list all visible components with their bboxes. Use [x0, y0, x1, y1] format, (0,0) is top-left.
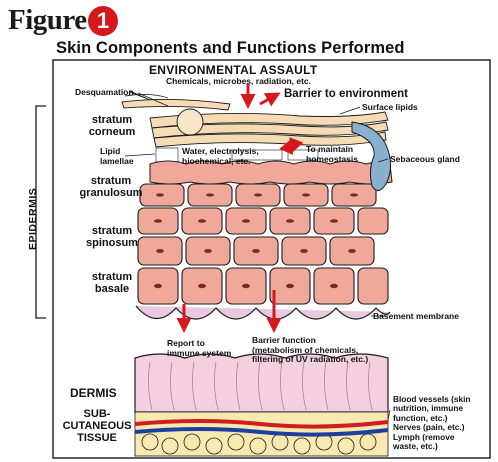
epidermis-label: EPIDERMIS	[27, 187, 39, 250]
desquamation-flakes	[124, 90, 169, 107]
lipid-lamellae-label: Lipid lamellae	[100, 146, 134, 166]
stratum-basale-label: stratum basale	[91, 271, 133, 295]
vessels-nerves-lymph-label: Blood vessels (skin nutrition, immune fu…	[393, 394, 471, 452]
cell-nuclei	[154, 193, 358, 289]
blood-vessel-red	[134, 419, 389, 429]
diagram-title: Skin Components and Functions Performed	[56, 39, 405, 57]
subcutaneous-label: SUB- CUTANEOUS TISSUE	[62, 408, 132, 444]
env-assault-sublabel: Chemicals, microbes, radiation, etc.	[166, 76, 312, 86]
stratum-corneum-layer	[121, 98, 389, 148]
water-electrolysis-label: Water, electrolysis, biochemical, etc.	[182, 146, 259, 166]
function-arrows	[176, 84, 304, 333]
epidermis-bracket	[35, 105, 46, 319]
dermis-label: DERMIS	[70, 386, 117, 400]
surface-lipids-label: Surface lipids	[362, 102, 418, 112]
stratum-granulosum-label: stratum granulosum	[79, 175, 143, 199]
basement-membrane-label: Basement membrane	[373, 311, 459, 321]
stratum-corneum-label: stratum corneum	[88, 114, 136, 138]
cell-rows	[137, 183, 389, 305]
label-leaders	[124, 91, 391, 421]
sebaceous-gland-label: Sebaceous gland	[390, 154, 460, 164]
figure-number-badge: 1	[88, 6, 118, 36]
dermis-fibers	[148, 361, 373, 411]
diagram-frame	[52, 59, 491, 459]
env-assault-label: ENVIRONMENTAL ASSAULT	[149, 63, 318, 77]
homeostasis-label: To maintain homeostasis	[306, 144, 358, 164]
barrier-function-label: Barrier function (metabolism of chemical…	[252, 335, 369, 364]
barrier-environment-label: Barrier to environment	[284, 88, 408, 100]
blood-vessel-blue	[134, 427, 389, 437]
basement-membrane	[135, 305, 391, 320]
stratum-spinosum-label: stratum spinosum	[86, 225, 138, 249]
report-immune-label: Report to immune system	[167, 338, 232, 358]
figure-label: Figure	[8, 4, 87, 36]
sebaceous-gland	[351, 121, 392, 191]
desquamation-label: Desquamation	[75, 87, 134, 97]
